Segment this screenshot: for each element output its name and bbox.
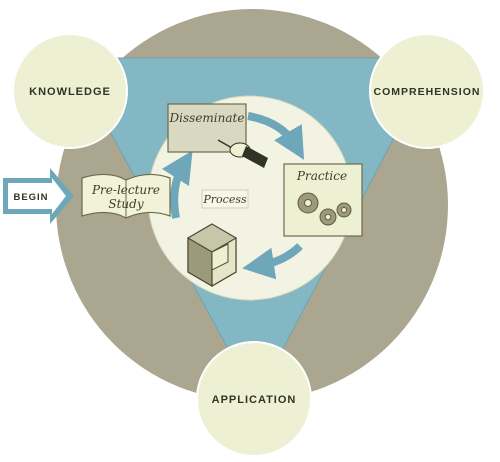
comprehension-node xyxy=(369,33,485,149)
begin-label: BEGIN xyxy=(13,192,48,203)
study-label: Study xyxy=(108,197,143,211)
cycle-arrow-top xyxy=(247,112,305,160)
pre-lecture-label: Pre-lecture xyxy=(91,183,160,197)
process-label: Process xyxy=(202,193,247,206)
application-node xyxy=(196,341,312,457)
knowledge-node xyxy=(12,33,128,149)
begin-arrow: BEGIN xyxy=(3,168,74,224)
application-label: APPLICATION xyxy=(212,394,297,406)
writing-hand-icon xyxy=(217,139,268,168)
gears-icon xyxy=(297,192,352,226)
process-badge: Process xyxy=(201,189,249,209)
comprehension-label: COMPREHENSION xyxy=(374,86,481,98)
cycle-arrow-left xyxy=(161,150,193,219)
disseminate-card: Disseminate xyxy=(167,103,268,168)
pre-lecture-study-book: Pre-lecture Study xyxy=(81,173,171,219)
cycle-arrow-right xyxy=(242,243,303,280)
knowledge-label: KNOWLEDGE xyxy=(29,86,111,98)
disseminate-label: Disseminate xyxy=(169,111,245,125)
cube-icon xyxy=(187,223,237,288)
practice-card: Practice xyxy=(283,163,363,237)
practice-label: Practice xyxy=(296,169,347,183)
